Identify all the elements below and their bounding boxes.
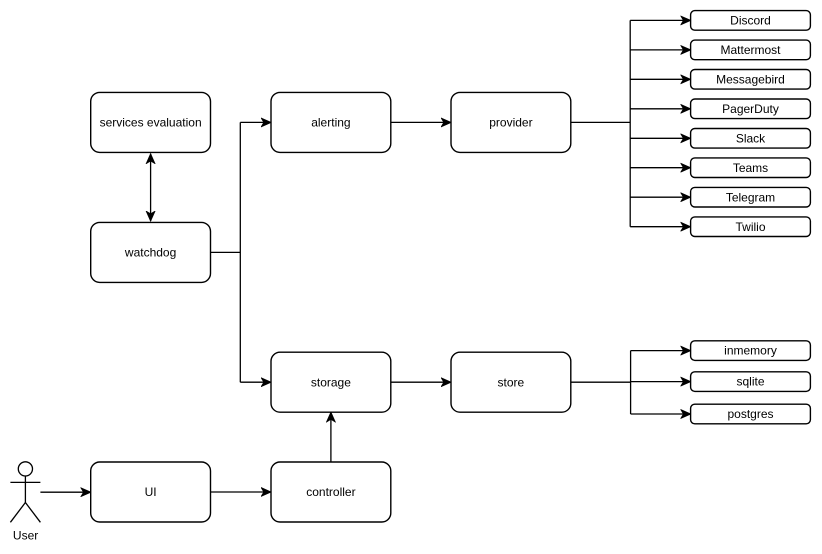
svg-text:storage: storage: [311, 375, 351, 389]
svg-text:controller: controller: [306, 485, 355, 499]
svg-text:Mattermost: Mattermost: [720, 43, 781, 57]
svg-text:Twilio: Twilio: [735, 220, 765, 234]
svg-text:store: store: [498, 375, 525, 389]
svg-text:watchdog: watchdog: [124, 246, 176, 260]
svg-text:provider: provider: [489, 116, 532, 130]
svg-text:services evaluation: services evaluation: [100, 116, 202, 130]
svg-text:alerting: alerting: [311, 116, 350, 130]
svg-text:Telegram: Telegram: [726, 190, 775, 204]
svg-text:UI: UI: [145, 485, 157, 499]
svg-text:User: User: [13, 529, 38, 543]
svg-text:Messagebird: Messagebird: [716, 72, 785, 86]
svg-text:sqlite: sqlite: [736, 375, 764, 389]
svg-text:inmemory: inmemory: [724, 344, 777, 358]
svg-text:Discord: Discord: [730, 14, 771, 28]
svg-text:postgres: postgres: [727, 407, 773, 421]
svg-text:PagerDuty: PagerDuty: [722, 102, 779, 116]
svg-text:Slack: Slack: [736, 131, 766, 145]
svg-text:Teams: Teams: [733, 161, 768, 175]
